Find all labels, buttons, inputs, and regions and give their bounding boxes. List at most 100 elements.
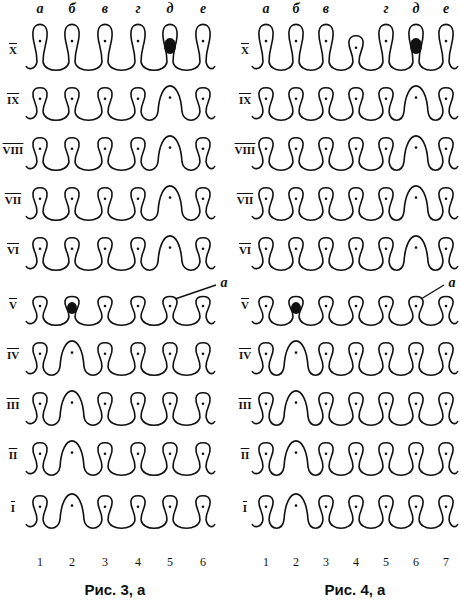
nucleus-dot (71, 451, 74, 454)
nucleus-dot (137, 248, 140, 251)
column-number: 4 (135, 556, 141, 568)
callout-letter: а (221, 276, 228, 290)
nucleus-dot (71, 98, 74, 101)
loop-row (252, 186, 458, 220)
column-number: 4 (353, 556, 359, 568)
dark-mark (164, 38, 176, 54)
loop-row (26, 136, 215, 170)
row-numeral: IV (7, 350, 19, 361)
nucleus-dot (445, 353, 448, 356)
column-number: 3 (323, 556, 329, 568)
nucleus-dot (137, 98, 140, 101)
row-numeral: I (11, 503, 15, 514)
nucleus-dot (355, 148, 358, 151)
nucleus-dot (445, 148, 448, 151)
column-letter: а (37, 2, 44, 16)
nucleus-dot (445, 98, 448, 101)
nucleus-dot (71, 248, 74, 251)
nucleus-dot (104, 353, 107, 356)
nucleus-dot (385, 148, 388, 151)
nucleus-dot (137, 353, 140, 356)
nucleus-dot (265, 506, 268, 509)
loop-outline (252, 86, 458, 120)
nucleus-dot (445, 506, 448, 509)
loop-outline (252, 136, 458, 170)
figure-caption: Рис. 3, а (85, 582, 146, 597)
nucleus-dot (202, 198, 205, 201)
nucleus-dot (169, 353, 172, 356)
nucleus-dot (385, 453, 388, 456)
column-number: 6 (200, 556, 206, 568)
nucleus-dot (355, 353, 358, 356)
loop-row (26, 441, 215, 475)
nucleus-dot (104, 40, 107, 43)
nucleus-dot (71, 40, 74, 43)
nucleus-dot (325, 453, 328, 456)
nucleus-dot (415, 196, 418, 199)
row-numeral: IX (7, 95, 19, 106)
nucleus-dot (385, 248, 388, 251)
callout-letter: а (449, 276, 456, 290)
nucleus-dot (295, 451, 298, 454)
nucleus-dot (202, 148, 205, 151)
nucleus-dot (137, 305, 140, 308)
nucleus-dot (295, 504, 298, 507)
loop-outline (26, 441, 215, 475)
column-letter: д (413, 2, 420, 16)
nucleus-dot (104, 248, 107, 251)
loop-outline (252, 236, 458, 270)
nucleus-dot (445, 453, 448, 456)
nucleus-dot (71, 401, 74, 404)
nucleus-dot (325, 353, 328, 356)
nucleus-dot (445, 248, 448, 251)
nucleus-dot (385, 98, 388, 101)
nucleus-dot (355, 98, 358, 101)
column-letter: в (102, 2, 108, 16)
loop-row (26, 24, 215, 70)
nucleus-dot (137, 198, 140, 201)
row-numeral: VII (5, 195, 22, 206)
loop-outline (26, 136, 215, 170)
nucleus-dot (39, 248, 42, 251)
loop-outline (26, 86, 215, 120)
nucleus-dot (415, 146, 418, 149)
loop-outline (26, 341, 215, 375)
nucleus-dot (137, 403, 140, 406)
nucleus-dot (104, 506, 107, 509)
row-numeral: X (241, 45, 249, 56)
nucleus-dot (295, 401, 298, 404)
column-number: 6 (413, 556, 419, 568)
dark-mark (67, 302, 77, 314)
nucleus-dot (355, 46, 358, 49)
nucleus-dot (169, 453, 172, 456)
nucleus-dot (325, 198, 328, 201)
nucleus-dot (295, 148, 298, 151)
nucleus-dot (385, 305, 388, 308)
loop-outline (252, 24, 458, 70)
nucleus-dot (104, 98, 107, 101)
loop-row (252, 236, 458, 270)
loop-row (252, 136, 458, 170)
nucleus-dot (265, 453, 268, 456)
loop-outline (26, 297, 215, 326)
leader-line (175, 285, 216, 299)
nucleus-dot (104, 198, 107, 201)
column-letter: е (443, 2, 449, 16)
nucleus-dot (355, 506, 358, 509)
dark-mark (291, 302, 301, 314)
loop-row (26, 297, 215, 326)
nucleus-dot (202, 453, 205, 456)
nucleus-dot (265, 248, 268, 251)
column-letter: б (69, 2, 76, 16)
loop-outline (26, 186, 215, 220)
nucleus-dot (415, 305, 418, 308)
loop-row (26, 86, 215, 120)
nucleus-dot (415, 506, 418, 509)
figure-caption: Рис. 4, а (325, 582, 386, 597)
nucleus-dot (355, 305, 358, 308)
nucleus-dot (169, 96, 172, 99)
nucleus-dot (104, 148, 107, 151)
nucleus-dot (325, 148, 328, 151)
